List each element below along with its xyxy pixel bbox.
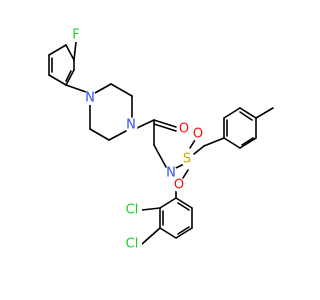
bond — [189, 139, 196, 149]
bond — [193, 145, 205, 155]
bond — [203, 137, 225, 147]
bond — [110, 83, 133, 97]
bond — [239, 137, 257, 149]
bond — [48, 74, 67, 86]
bond — [175, 197, 193, 209]
bond — [255, 107, 274, 119]
atom-label-nitrogen: N — [85, 91, 95, 106]
bond — [239, 111, 253, 121]
bond — [153, 123, 177, 132]
atom-label-sulfur: S — [183, 152, 191, 167]
bond — [94, 83, 112, 94]
bond — [177, 226, 190, 235]
atom-label-chlorine: Cl — [126, 237, 139, 252]
bond — [108, 130, 127, 141]
atom-label-nitrogen: N — [166, 166, 176, 181]
bond — [175, 227, 193, 239]
atom-labels: F N N O S O O N Cl Cl — [69, 28, 205, 252]
bond — [239, 107, 257, 119]
bond — [153, 144, 167, 168]
bond — [73, 41, 77, 61]
bond — [65, 84, 87, 93]
bond — [223, 137, 241, 149]
bond — [136, 119, 155, 129]
bond — [65, 44, 75, 61]
bond — [141, 207, 161, 211]
atom-label-oxygen: O — [174, 178, 184, 193]
atom-label-chlorine: Cl — [126, 203, 139, 218]
atom-label-oxygen: O — [179, 122, 189, 137]
atom-label-fluorine: F — [72, 28, 79, 43]
bond — [159, 197, 177, 209]
bond — [175, 163, 185, 169]
bond — [141, 227, 161, 245]
bond — [65, 69, 75, 86]
atom-label-nitrogen: N — [126, 118, 136, 133]
bond — [223, 107, 241, 119]
bond — [65, 70, 72, 82]
bond — [241, 137, 254, 146]
bond — [89, 128, 110, 141]
bonds — [48, 41, 274, 245]
bond — [48, 44, 67, 56]
atom-label-oxygen: O — [193, 127, 203, 142]
bond — [182, 169, 189, 179]
bond — [177, 202, 190, 211]
molecule-structure: F N N O S O O N Cl Cl — [48, 28, 274, 252]
bond — [159, 227, 177, 239]
bond — [153, 119, 177, 128]
